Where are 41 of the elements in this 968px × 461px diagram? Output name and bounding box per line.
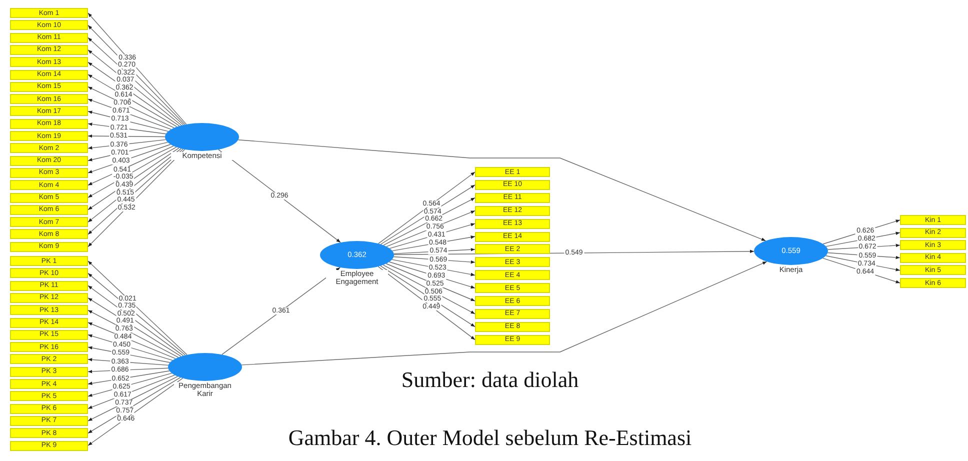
arrow xyxy=(88,86,174,128)
arrow xyxy=(88,144,171,174)
arrow xyxy=(380,184,476,245)
arrow xyxy=(88,374,176,409)
arrow xyxy=(88,146,174,186)
arrow xyxy=(822,258,900,284)
arrow xyxy=(222,267,340,355)
arrow xyxy=(378,266,476,340)
arrow xyxy=(88,372,172,397)
arrow xyxy=(88,98,172,130)
arrow xyxy=(88,50,182,126)
arrow xyxy=(88,74,178,128)
arrow xyxy=(388,262,476,288)
arrow xyxy=(88,377,181,434)
source-note: Sumber: data diolah xyxy=(400,366,580,394)
arrow xyxy=(392,259,476,276)
arrow xyxy=(378,172,476,244)
arrow xyxy=(825,255,900,272)
arrow xyxy=(88,310,179,358)
arrow xyxy=(383,197,476,246)
arrow xyxy=(88,148,182,222)
arrow xyxy=(88,122,166,134)
arrow xyxy=(386,210,476,247)
arrow xyxy=(393,256,476,264)
arrow xyxy=(218,149,341,243)
arrow xyxy=(380,265,476,328)
arrow xyxy=(88,322,176,359)
arrow xyxy=(88,298,182,357)
arrow xyxy=(88,110,168,132)
arrow xyxy=(88,62,180,126)
arrow xyxy=(382,264,476,314)
arrow xyxy=(88,148,180,210)
arrow xyxy=(88,376,178,422)
arrow xyxy=(88,285,184,356)
figure-caption: Gambar 4. Outer Model sebelum Re-Estimasi xyxy=(287,424,693,452)
arrow xyxy=(88,146,177,198)
arrow xyxy=(238,140,766,242)
arrow xyxy=(386,263,476,302)
arrow xyxy=(88,370,170,385)
arrow xyxy=(241,261,768,366)
arrow xyxy=(88,378,184,446)
